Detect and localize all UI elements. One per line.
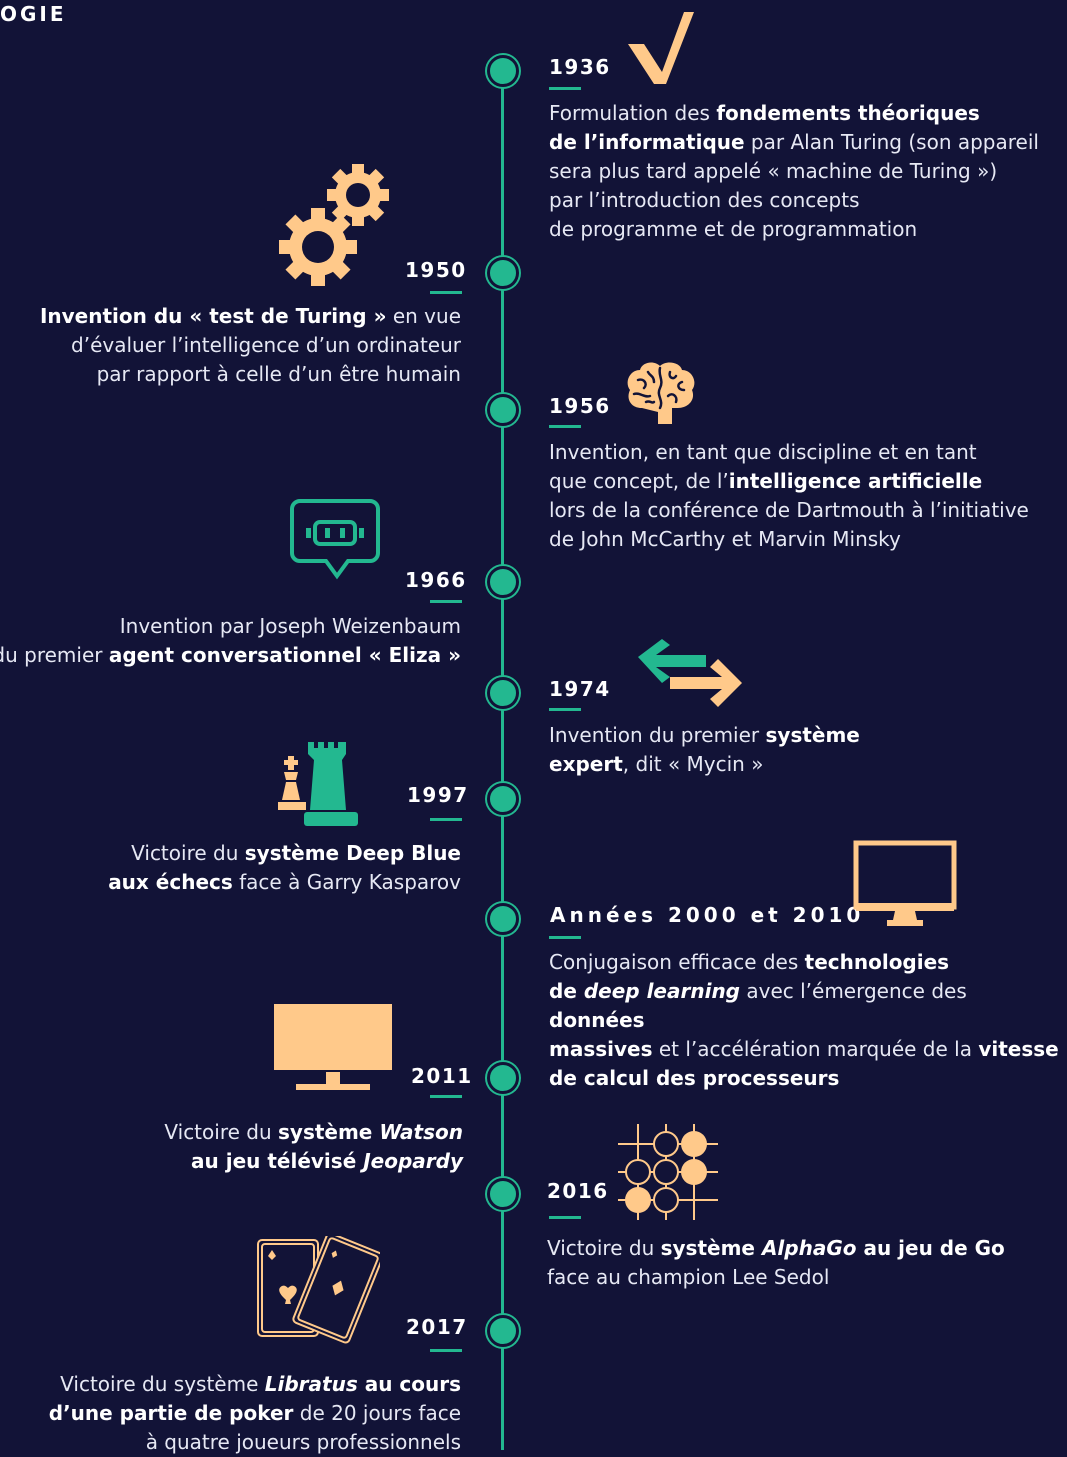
year-label-2000-2010: Années 2000 et 2010	[550, 903, 865, 927]
monitor-solid-icon	[274, 1004, 392, 1090]
go-board-icon	[618, 1124, 718, 1220]
year-underline	[430, 1349, 462, 1352]
year-underline	[430, 600, 462, 603]
event-description-1956: Invention, en tant que discipline et en …	[549, 440, 1029, 551]
year-label-2011: 2011	[411, 1064, 473, 1088]
year-underline	[549, 87, 581, 90]
year-underline	[430, 1095, 462, 1098]
year-underline	[549, 936, 581, 939]
year-label-2017: 2017	[406, 1315, 468, 1339]
year-underline	[549, 1216, 581, 1219]
timeline-node-2016	[487, 1178, 519, 1210]
year-label-1950: 1950	[405, 258, 467, 282]
timeline-node-1936	[487, 55, 519, 87]
gears-icon	[279, 164, 389, 286]
timeline-node-2000	[487, 903, 519, 935]
year-label-1956: 1956	[549, 394, 611, 418]
year-underline	[430, 291, 462, 294]
brain-icon	[627, 362, 695, 424]
timeline-node-1974	[487, 677, 519, 709]
year-label-1966: 1966	[405, 568, 467, 592]
year-underline	[430, 818, 462, 821]
timeline-node-2011	[487, 1062, 519, 1094]
timeline-node-2017	[487, 1315, 519, 1347]
chess-icon	[278, 742, 358, 826]
year-label-1936: 1936	[549, 55, 611, 79]
timeline-axis	[501, 55, 504, 1450]
year-label-1997: 1997	[407, 783, 469, 807]
monitor-outline-icon	[853, 840, 957, 926]
checkmark-icon	[628, 12, 694, 84]
year-label-2016: 2016	[547, 1179, 609, 1203]
timeline-node-1966	[487, 566, 519, 598]
event-description-2016: Victoire du système AlphaGo au jeu de Go…	[547, 1236, 1005, 1289]
year-underline	[549, 425, 581, 428]
year-label-1974: 1974	[549, 677, 611, 701]
chatbot-icon	[290, 499, 380, 580]
timeline-node-1950	[487, 257, 519, 289]
arrows-icon	[638, 639, 742, 707]
timeline-node-1956	[487, 394, 519, 426]
timeline-node-1997	[487, 783, 519, 815]
page-title: OGIE	[0, 2, 67, 26]
year-underline	[549, 708, 581, 711]
playing-cards-icon	[257, 1236, 380, 1344]
